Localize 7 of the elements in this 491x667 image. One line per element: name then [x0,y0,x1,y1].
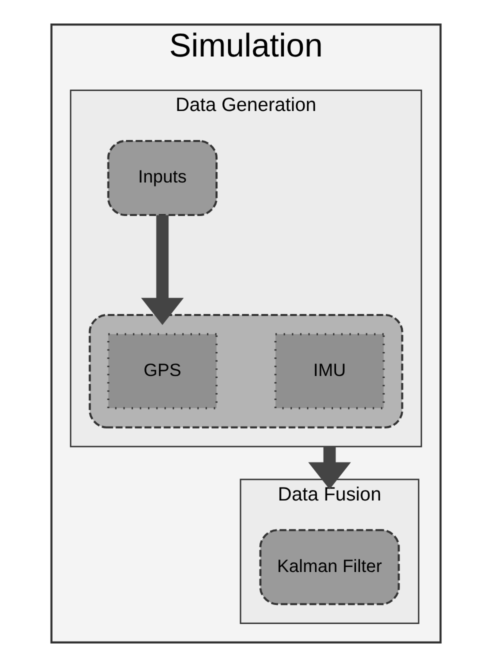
arrow [140,215,184,325]
cluster [88,314,403,428]
arrow [308,446,350,490]
node-box: IMU [274,333,384,410]
node-box: Inputs [106,140,218,216]
node-box: Kalman Filter [258,529,400,606]
node-box: GPS [106,333,218,410]
